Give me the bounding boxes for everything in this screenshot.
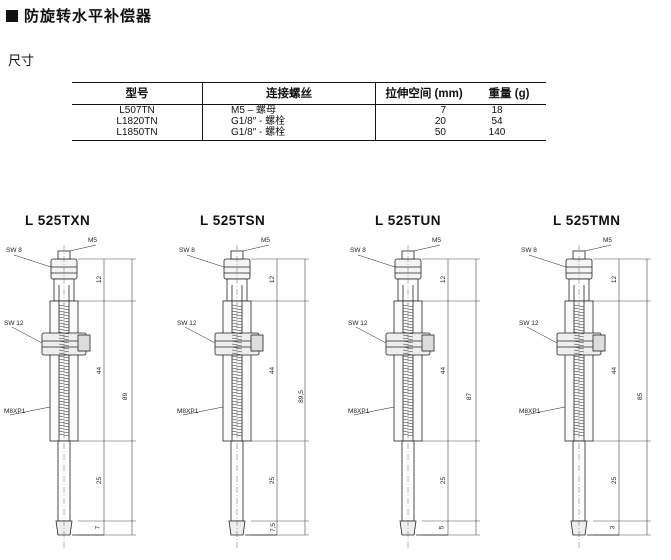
thread-label: M8XP1 (519, 408, 541, 415)
sw12-label: SW 12 (348, 320, 368, 327)
header-weight: 重量 (g) (472, 82, 546, 105)
thread-label: M8XP1 (177, 408, 199, 415)
drawing-title: L 525TMN (553, 213, 621, 228)
dimension-label: 25 (440, 476, 448, 485)
dimension-label: 25 (96, 476, 104, 485)
cell-thread: G1/8″ - 螺栓 (202, 116, 376, 127)
total-length-label: 89,5 (297, 390, 305, 403)
m5-label: M5 (261, 237, 271, 244)
cell-thread: G1/8″ - 螺栓 (202, 127, 376, 141)
thread-label: M8XP1 (348, 408, 370, 415)
dimension-label: 25 (611, 476, 619, 485)
dimension-label: 7 (94, 525, 102, 530)
dimension-label: 25 (269, 476, 277, 485)
page-title: 防旋转水平补偿器 (24, 7, 153, 25)
compensator-drawing (524, 244, 651, 550)
m5-label: M5 (432, 237, 442, 244)
dimension-label: 44 (611, 366, 619, 375)
cell-stroke: 20 (375, 116, 472, 127)
dimension-label: 5 (438, 525, 446, 530)
thread-label: M8XP1 (4, 408, 26, 415)
compensator-drawing (9, 244, 136, 550)
total-length-label: 89 (122, 392, 130, 401)
dimension-label: 12 (96, 275, 104, 284)
sw8-label: SW 8 (350, 247, 366, 254)
table-row: L1850TN G1/8″ - 螺栓 50 140 (72, 127, 546, 141)
dimension-label: 7,5 (270, 522, 278, 533)
sw12-label: SW 12 (519, 320, 539, 327)
m5-label: M5 (603, 237, 613, 244)
total-length-label: 87 (466, 392, 474, 401)
drawing-title: L 525TUN (375, 213, 442, 228)
dimension-label: 44 (440, 366, 448, 375)
table-row: L1820TN G1/8″ - 螺栓 20 54 (72, 116, 546, 127)
sw8-label: SW 8 (521, 247, 537, 254)
dimension-label: 12 (269, 275, 277, 284)
total-length-label: 85 (637, 392, 645, 401)
cell-thread: M5 – 螺母 (202, 104, 376, 116)
m5-label: M5 (88, 237, 98, 244)
compensator-drawing (182, 244, 309, 550)
heading-square-icon (6, 9, 18, 22)
sw12-label: SW 12 (4, 320, 24, 327)
cell-weight: 140 (472, 127, 546, 141)
header-model: 型号 (72, 82, 203, 105)
cell-weight: 54 (491, 116, 503, 127)
sw8-label: SW 8 (6, 247, 22, 254)
cell-model: L1820TN (116, 116, 158, 127)
cell-stroke: 7 (375, 104, 472, 116)
header-stroke: 拉伸空间 (mm) (375, 82, 472, 105)
sw8-label: SW 8 (179, 247, 195, 254)
drawing-title: L 525TXN (25, 213, 91, 228)
cell-model: L1850TN (72, 127, 203, 141)
cell-model: L507TN (119, 105, 155, 116)
cell-weight: 18 (491, 105, 503, 116)
drawing-title: L 525TSN (200, 213, 266, 228)
cell-stroke: 50 (375, 127, 472, 141)
sw12-label: SW 12 (177, 320, 197, 327)
page-heading: 防旋转水平补偿器 (6, 5, 152, 26)
dimension-label: 12 (611, 275, 619, 284)
compensator-drawing (353, 244, 480, 550)
table-row: L507TN M5 – 螺母 7 18 (72, 104, 546, 116)
dimension-label: 3 (609, 525, 617, 530)
dimension-label: 12 (440, 275, 448, 284)
dimension-label: 44 (96, 366, 104, 375)
spec-table: 型号 连接螺丝 拉伸空间 (mm) 重量 (g) L507TN M5 – 螺母 … (72, 82, 546, 141)
section-title: 尺寸 (8, 54, 35, 69)
table-header-row: 型号 连接螺丝 拉伸空间 (mm) 重量 (g) (72, 82, 546, 105)
header-thread: 连接螺丝 (202, 82, 376, 105)
dimension-label: 44 (269, 366, 277, 375)
